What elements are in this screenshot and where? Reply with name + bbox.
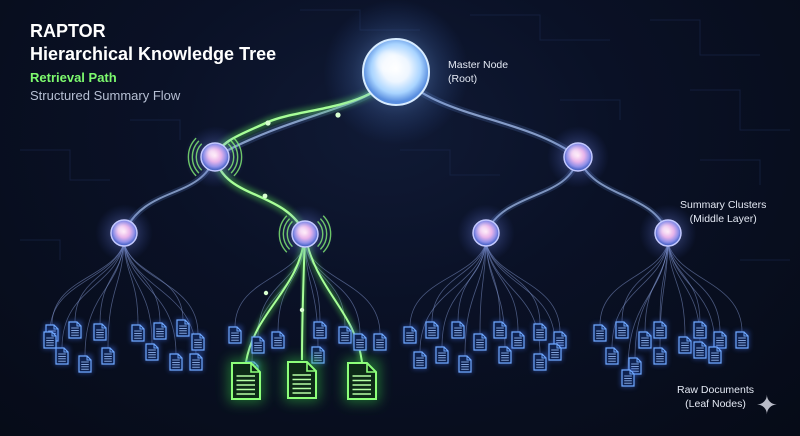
root-annotation: Master Node (Root) xyxy=(448,58,508,86)
document-icon xyxy=(434,345,450,365)
document-icon xyxy=(100,346,116,366)
root-annotation-line1: Master Node xyxy=(448,59,509,71)
document-icon xyxy=(692,320,708,340)
document-icon xyxy=(130,323,146,343)
cluster-node-3 xyxy=(457,204,515,262)
document-icon xyxy=(637,330,653,350)
document-icon xyxy=(532,322,548,342)
document-large-2 xyxy=(284,358,320,402)
document-icon xyxy=(457,354,473,374)
document-icon xyxy=(497,345,513,365)
cluster-node-1 xyxy=(95,204,153,262)
document-icon xyxy=(190,332,206,352)
retrieval-path-label: Retrieval Path xyxy=(30,70,117,85)
document-icon xyxy=(472,332,488,352)
document-icon xyxy=(412,350,428,370)
document-icon xyxy=(450,320,466,340)
leaf-annotation-line2: (Leaf Nodes) xyxy=(685,398,746,410)
summary-flow-label: Structured Summary Flow xyxy=(30,88,181,103)
document-icon xyxy=(510,330,526,350)
diagram-title: RAPTOR xyxy=(30,21,106,41)
document-icon xyxy=(372,332,388,352)
level1-node-left xyxy=(184,126,246,188)
document-icon xyxy=(352,332,368,352)
document-icon xyxy=(547,342,563,362)
document-icon xyxy=(592,323,608,343)
root-node xyxy=(323,0,469,145)
document-icon xyxy=(707,345,723,365)
document-icon xyxy=(692,340,708,360)
document-large-1 xyxy=(228,359,264,403)
sparkle-icon: ✦ xyxy=(756,390,778,420)
document-icon xyxy=(492,320,508,340)
leaf-annotation-line1: Raw Documents xyxy=(677,384,755,396)
document-icon xyxy=(532,352,548,372)
document-icon xyxy=(652,346,668,366)
document-icon xyxy=(188,352,204,372)
level1-node-right xyxy=(547,126,609,188)
document-icon xyxy=(337,325,353,345)
document-icon xyxy=(175,318,191,338)
document-icon xyxy=(168,352,184,372)
document-icon xyxy=(620,368,636,388)
document-icon xyxy=(424,320,440,340)
document-icon xyxy=(54,346,70,366)
cluster-node-2 xyxy=(276,205,334,263)
document-icon xyxy=(652,320,668,340)
document-icon xyxy=(614,320,630,340)
document-large-3 xyxy=(344,359,380,403)
document-icon xyxy=(712,330,728,350)
document-icon xyxy=(152,321,168,341)
document-icon xyxy=(67,320,83,340)
document-icon xyxy=(402,325,418,345)
cluster-node-4 xyxy=(639,204,697,262)
middle-annotation-line2: (Middle Layer) xyxy=(689,213,757,225)
document-icon xyxy=(144,342,160,362)
document-icon xyxy=(42,330,58,350)
document-icon xyxy=(250,335,266,355)
tree-nodes xyxy=(95,0,697,263)
document-icon xyxy=(604,346,620,366)
leaf-documents xyxy=(42,318,750,403)
document-icon xyxy=(677,335,693,355)
leaf-annotation: Raw Documents (Leaf Nodes) xyxy=(677,383,754,411)
middle-annotation-line1: Summary Clusters xyxy=(680,199,767,211)
document-icon xyxy=(77,354,93,374)
middle-layer-annotation: Summary Clusters (Middle Layer) xyxy=(680,198,766,226)
document-icon xyxy=(270,330,286,350)
document-icon xyxy=(92,322,108,342)
diagram-subtitle: Hierarchical Knowledge Tree xyxy=(30,44,277,64)
document-icon xyxy=(227,325,243,345)
document-icon xyxy=(734,330,750,350)
circuit-background xyxy=(20,9,790,261)
document-icon xyxy=(312,320,328,340)
root-annotation-line2: (Root) xyxy=(448,73,478,85)
